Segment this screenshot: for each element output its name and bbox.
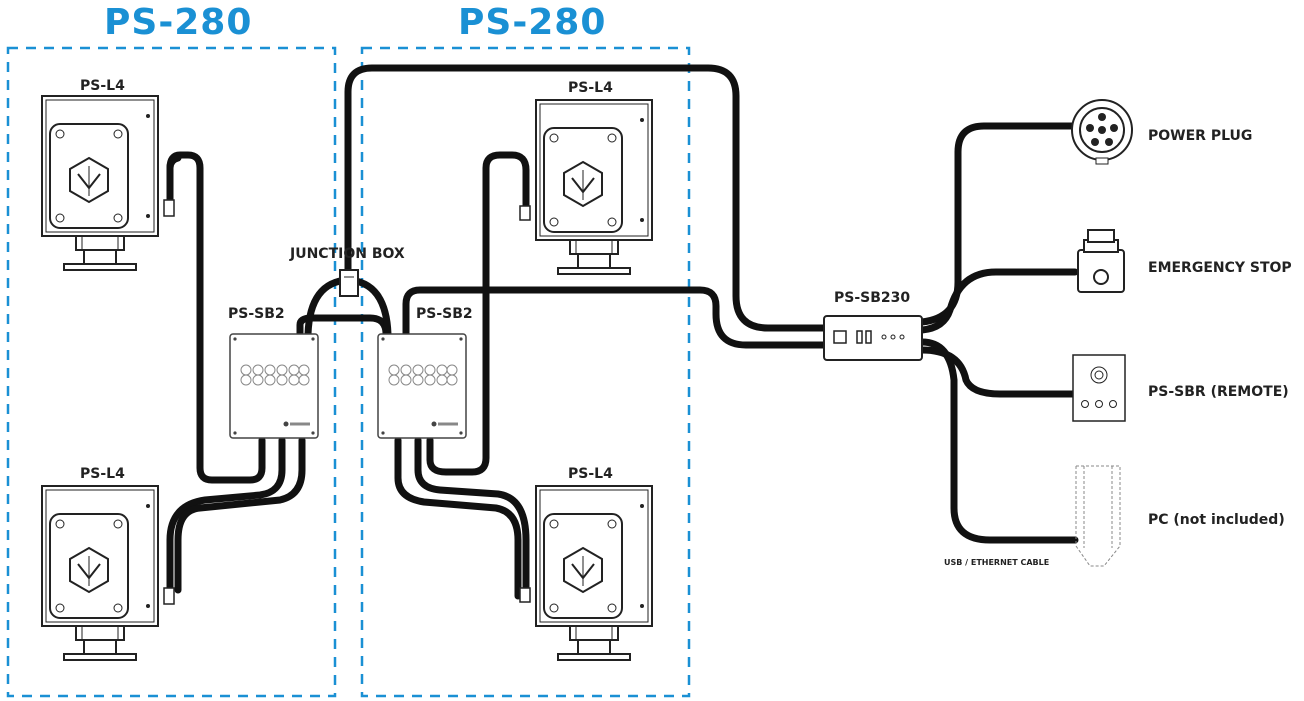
label-emergency-stop: EMERGENCY STOP xyxy=(1148,260,1292,276)
controller-icon xyxy=(823,315,923,361)
lamp-icon xyxy=(41,485,159,661)
remote-icon xyxy=(1072,354,1126,422)
emergency-stop-icon xyxy=(1077,229,1125,293)
label-junction-box: JUNCTION BOX xyxy=(290,246,405,262)
label-cable: USB / ETHERNET CABLE xyxy=(944,558,1050,567)
switchbox-icon xyxy=(229,333,319,439)
group-title-right: PS-280 xyxy=(458,2,607,43)
label-switchbox-left: PS-SB2 xyxy=(228,306,285,322)
label-switchbox-right: PS-SB2 xyxy=(416,306,473,322)
switchbox-icon xyxy=(377,333,467,439)
group-title-left: PS-280 xyxy=(104,2,253,43)
label-remote: PS-SBR (REMOTE) xyxy=(1148,384,1289,400)
label-power-plug: POWER PLUG xyxy=(1148,128,1253,144)
lamp-icon xyxy=(41,95,159,271)
label-lamp-top-right: PS-L4 xyxy=(568,80,613,96)
label-lamp-bottom-right: PS-L4 xyxy=(568,466,613,482)
label-pc: PC (not included) xyxy=(1148,512,1285,528)
cables xyxy=(166,64,1079,600)
lamp-icon xyxy=(535,485,653,661)
label-lamp-top-left: PS-L4 xyxy=(80,78,125,94)
pc-icon xyxy=(1075,465,1121,567)
group-box-right xyxy=(360,46,691,698)
power-plug-icon xyxy=(1071,99,1133,165)
label-lamp-bottom-left: PS-L4 xyxy=(80,466,125,482)
label-controller: PS-SB230 xyxy=(834,290,911,306)
junction-box-icon xyxy=(339,269,359,297)
group-box-left xyxy=(6,46,337,698)
lamp-icon xyxy=(535,99,653,275)
